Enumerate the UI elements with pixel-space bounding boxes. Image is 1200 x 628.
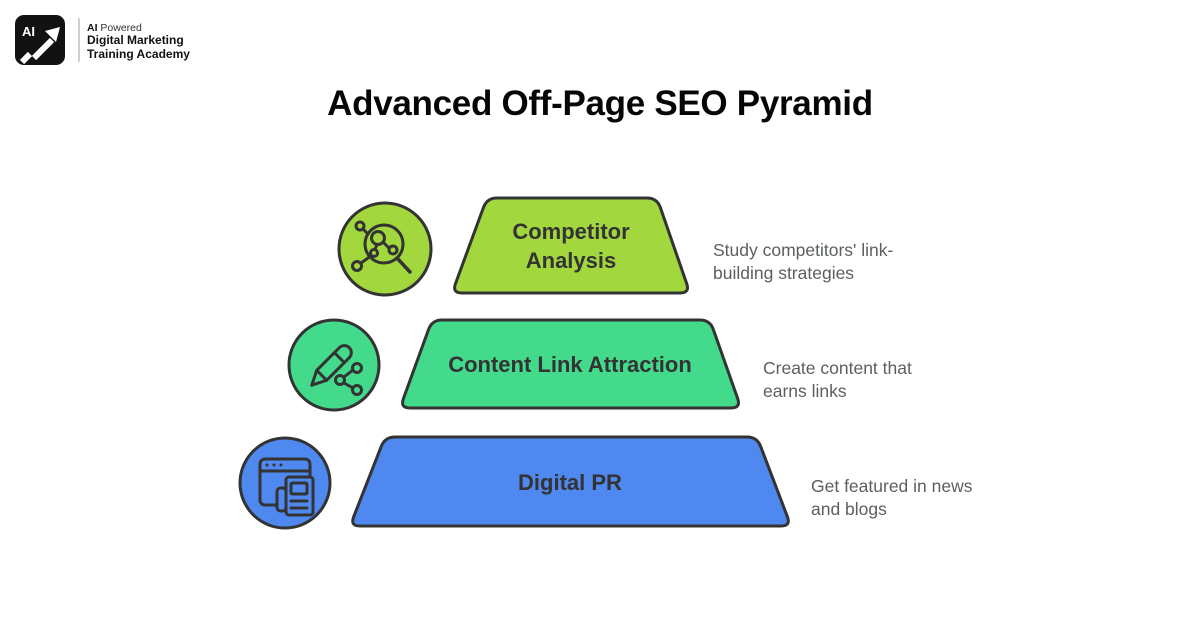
brand-mark-text: AI xyxy=(22,24,35,39)
pencil-glyph xyxy=(310,344,353,387)
brand-divider xyxy=(78,18,80,62)
outer-node-top xyxy=(354,220,366,232)
news-card-glyph xyxy=(275,475,315,517)
brand-name-line2: Training Academy xyxy=(87,46,190,61)
tier3-label: Digital PR xyxy=(518,470,622,495)
brand-tagline-bold: AI xyxy=(87,22,98,34)
tier2-trapezoid xyxy=(401,318,741,410)
tier2-description: Create content that earns links xyxy=(763,358,912,401)
magnifier-lens xyxy=(363,223,405,265)
pencil-share-icon xyxy=(287,318,381,412)
outer-node-bottom xyxy=(351,260,363,272)
network-link-2 xyxy=(373,243,379,251)
tier3-description: Get featured in news and blogs xyxy=(811,476,973,519)
magnifier-network-icon xyxy=(337,201,433,297)
growth-arrow-icon xyxy=(19,27,60,65)
outer-node-bottom-stem xyxy=(359,256,370,265)
brand-tagline-rest: Powered xyxy=(97,22,142,34)
tier3-trapezoid xyxy=(351,435,790,528)
brand-tagline: AI Powered xyxy=(87,22,190,34)
network-link-1 xyxy=(381,240,391,250)
network-node-right xyxy=(387,244,399,256)
tier2-icon-circle xyxy=(287,318,381,412)
tier2-label: Content Link Attraction xyxy=(448,352,692,377)
outer-node-top-stem xyxy=(361,227,370,236)
tier1-icon-circle xyxy=(337,201,433,297)
tier1-description: Study competitors' link- building strate… xyxy=(713,240,894,283)
brand-logo: AI AI Powered Digital Marketing Training… xyxy=(14,14,294,68)
tier1-trapezoid xyxy=(453,196,690,295)
brand-mark-icon: AI xyxy=(15,15,65,65)
share-glyph xyxy=(334,362,363,396)
page-title: Advanced Off-Page SEO Pyramid xyxy=(327,84,873,123)
brand-name-line1: Digital Marketing xyxy=(87,33,184,47)
magnifier-handle xyxy=(395,256,412,274)
browser-news-icon xyxy=(238,436,332,530)
tier1-label: Competitor Analysis xyxy=(512,219,630,273)
brand-text: AI Powered Digital Marketing Training Ac… xyxy=(87,22,190,61)
